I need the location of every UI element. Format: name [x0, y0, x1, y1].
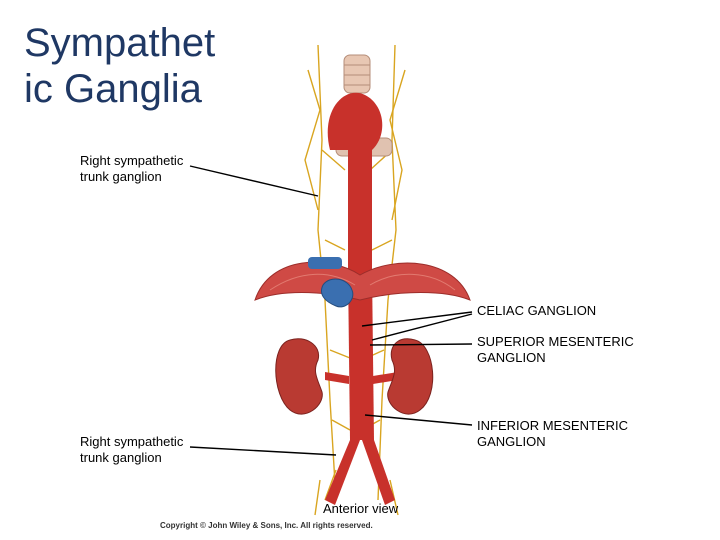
caption-anterior-view: Anterior view — [323, 501, 398, 517]
label-inferior-mesenteric-ganglion: INFERIOR MESENTERIC GANGLION — [477, 418, 628, 450]
left-kidney — [388, 339, 433, 414]
label-line: SUPERIOR MESENTERIC — [477, 334, 634, 350]
label-superior-mesenteric-ganglion: SUPERIOR MESENTERIC GANGLION — [477, 334, 634, 366]
label-celiac-ganglion: CELIAC GANGLION — [477, 303, 596, 319]
label-line: trunk ganglion — [80, 450, 183, 466]
label-line: Right sympathetic — [80, 153, 183, 169]
vena-cava — [321, 279, 352, 307]
label-line: GANGLION — [477, 350, 634, 366]
label-right-sympathetic-trunk-lower: Right sympathetic trunk ganglion — [80, 434, 183, 466]
right-kidney — [276, 339, 323, 414]
label-line: GANGLION — [477, 434, 628, 450]
vena-cava-upper — [308, 257, 342, 269]
label-line: Right sympathetic — [80, 434, 183, 450]
label-line: CELIAC GANGLION — [477, 303, 596, 319]
label-line: trunk ganglion — [80, 169, 183, 185]
copyright-notice: Copyright © John Wiley & Sons, Inc. All … — [160, 521, 373, 530]
label-line: INFERIOR MESENTERIC — [477, 418, 628, 434]
label-right-sympathetic-trunk-upper: Right sympathetic trunk ganglion — [80, 153, 183, 185]
